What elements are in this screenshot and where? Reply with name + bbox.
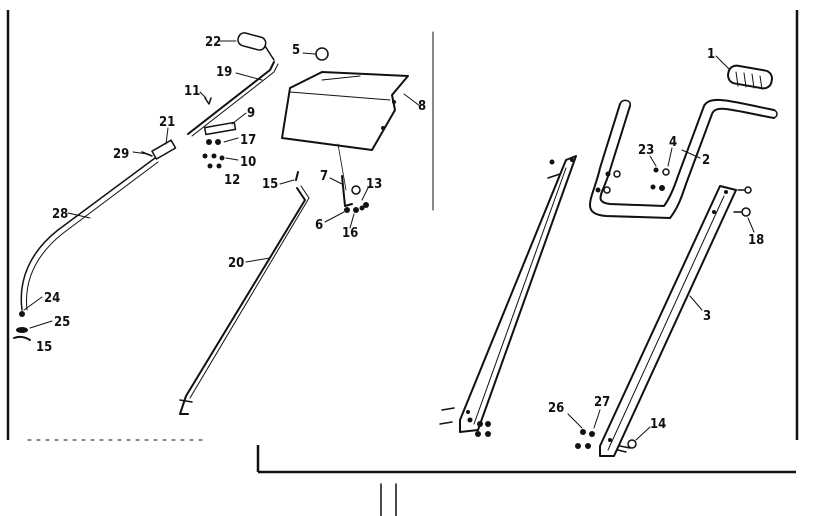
- bracket-hardware: [341, 175, 369, 213]
- pin-part: [204, 97, 212, 105]
- lower-handle-left-part: [439, 155, 577, 437]
- label-28: 28: [52, 207, 68, 222]
- frame: [6, 10, 799, 516]
- long-rod-part: [179, 185, 310, 415]
- label-13: 13: [366, 177, 382, 192]
- label-10: 10: [240, 155, 256, 170]
- handle-hardware: [595, 167, 670, 194]
- knob-part: [315, 47, 329, 61]
- label-1: 1: [707, 47, 715, 62]
- label-19: 19: [216, 65, 232, 80]
- label-12: 12: [224, 173, 240, 188]
- label-9: 9: [247, 106, 255, 121]
- leader-lines: [23, 40, 755, 441]
- hardware-left-top: [202, 121, 237, 169]
- label-6: 6: [315, 218, 323, 233]
- label-7: 7: [320, 169, 328, 184]
- upper-handle-part: [589, 98, 778, 219]
- grip-part: [237, 32, 275, 61]
- label-15-left: 15: [36, 340, 52, 355]
- handle-grip-part: [727, 64, 773, 90]
- label-8: 8: [418, 99, 426, 114]
- label-21: 21: [159, 115, 175, 130]
- control-cable-part: [13, 139, 177, 341]
- label-29: 29: [113, 147, 129, 162]
- label-4: 4: [669, 135, 677, 150]
- label-18: 18: [748, 233, 764, 248]
- label-24: 24: [44, 291, 60, 306]
- label-26: 26: [548, 401, 564, 416]
- lower-hardware: [575, 429, 595, 449]
- label-2: 2: [702, 153, 710, 168]
- label-11: 11: [184, 84, 200, 99]
- upper-rod-part: [187, 61, 279, 137]
- label-27: 27: [594, 395, 610, 410]
- part-labels: 22 19 11 21 29 28 9 17 10 12 5 8 15 7 13…: [36, 35, 764, 432]
- label-5: 5: [292, 43, 300, 58]
- label-22: 22: [205, 35, 221, 50]
- label-3: 3: [703, 309, 711, 324]
- clip-part: [295, 171, 299, 181]
- label-20: 20: [228, 256, 244, 271]
- lower-handle-right-part: [599, 185, 752, 457]
- label-17: 17: [240, 133, 256, 148]
- label-14: 14: [650, 417, 666, 432]
- label-25: 25: [54, 315, 70, 330]
- label-16: 16: [342, 226, 358, 241]
- cover-plate-part: [281, 71, 409, 191]
- label-23: 23: [638, 143, 654, 158]
- label-15-center: 15: [262, 177, 278, 192]
